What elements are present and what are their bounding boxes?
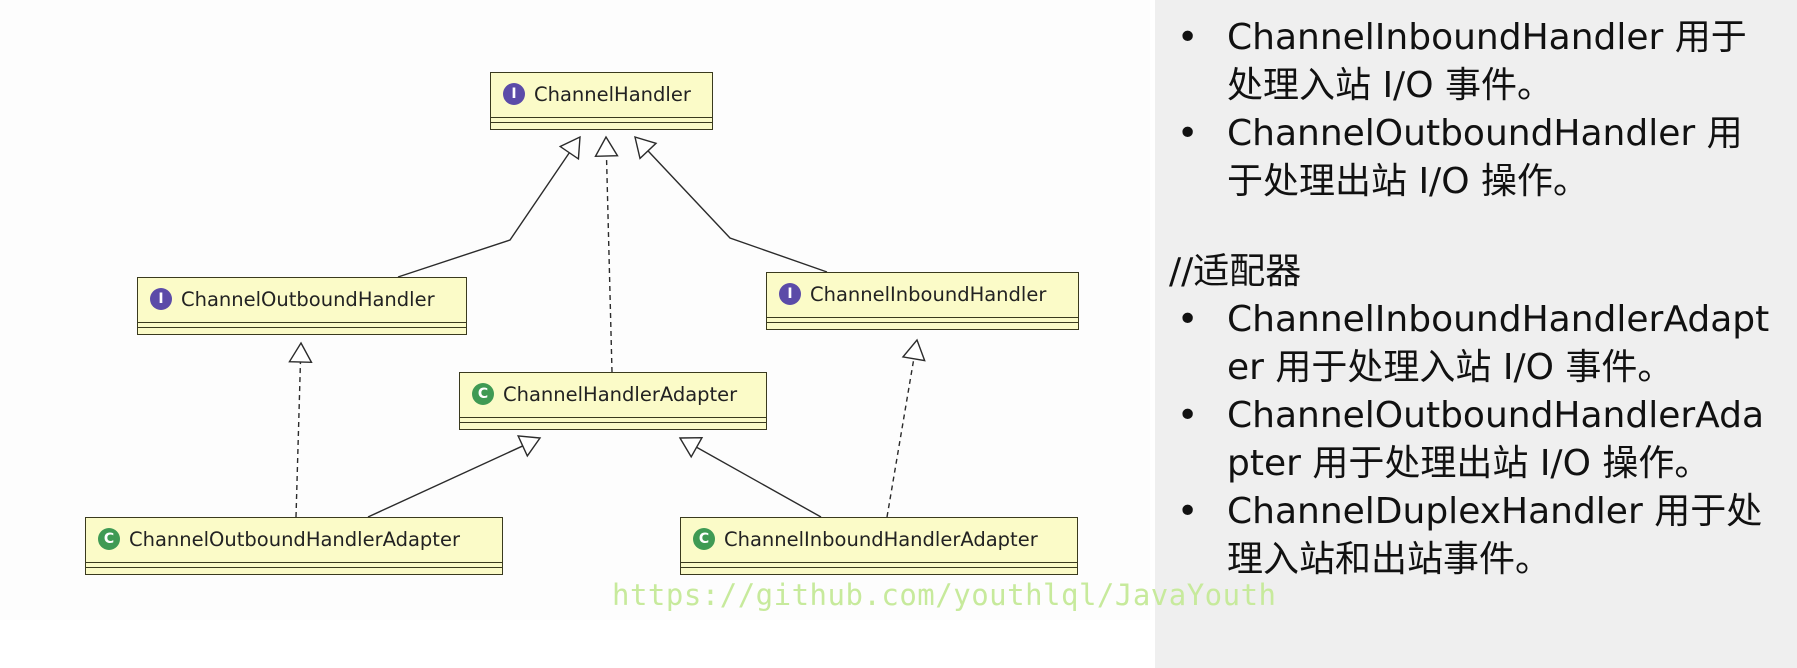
edge-channel-inbound-handler-to-channel-handler (647, 150, 828, 273)
adapter-name: ChannelOutboundHandlerAdapter (1227, 395, 1765, 484)
bullet-icon: • (1177, 299, 1199, 340)
class-icon: C (693, 528, 715, 550)
node-channel-inbound-handler: I ChannelInboundHandler (766, 272, 1079, 330)
interface-icon: I (150, 288, 172, 310)
inheritance-arrowhead-icon (558, 135, 581, 161)
watermark-url: https://github.com/youthlql/JavaYouth (612, 578, 1277, 612)
edge-channel-inbound-handler-adapter-to-channel-inbound-handler (886, 358, 915, 518)
edge-channel-handler-adapter-to-channel-handler (605, 155, 613, 373)
adapter-desc: 用于处理入站 I/O 事件。 (1275, 347, 1674, 388)
inheritance-edges (288, 135, 926, 518)
handler-desc: 用于处理出站 I/O 操作。 (1227, 113, 1743, 202)
class-diagram: I ChannelHandler I ChannelOutboundHandle… (85, 72, 1079, 575)
list-item: • ChannelInboundHandler 用于处理入站 I/O 事件。 (1169, 14, 1777, 110)
class-icon: C (472, 383, 494, 405)
adapter-desc: 用于处理入站和出站事件。 (1227, 491, 1763, 580)
adapter-list: • ChannelInboundHandlerAdapter 用于处理入站 I/… (1169, 296, 1777, 584)
edge-channel-outbound-handler-adapter-to-channel-handler-adapter (367, 445, 524, 518)
edge-channel-outbound-handler-adapter-to-channel-outbound-handler (295, 361, 302, 518)
inheritance-arrowhead-icon (288, 341, 313, 364)
node-label: ChannelOutboundHandlerAdapter (129, 527, 460, 551)
node-label: ChannelInboundHandler (810, 282, 1047, 306)
list-item: • ChannelInboundHandlerAdapter 用于处理入站 I/… (1169, 296, 1777, 392)
handler-list: • ChannelInboundHandler 用于处理入站 I/O 事件。 •… (1169, 14, 1777, 206)
node-label: ChannelHandler (534, 82, 691, 106)
adapter-heading: //适配器 (1169, 251, 1302, 292)
node-channel-handler-adapter: C ChannelHandlerAdapter (459, 372, 767, 430)
notes-panel: • ChannelInboundHandler 用于处理入站 I/O 事件。 •… (1155, 0, 1797, 668)
adapter-name: ChannelDuplexHandler (1227, 491, 1643, 532)
edge-channel-outbound-handler-to-channel-handler (397, 152, 570, 278)
class-icon: C (98, 528, 120, 550)
edge-channel-inbound-handler-adapter-to-channel-handler-adapter (696, 446, 822, 518)
inheritance-arrowhead-icon (901, 338, 926, 362)
bullet-icon: • (1177, 491, 1199, 532)
bullet-icon: • (1177, 395, 1199, 436)
inheritance-arrowhead-icon (678, 436, 704, 459)
inheritance-arrowhead-icon (634, 135, 658, 160)
handler-name: ChannelInboundHandler (1227, 17, 1664, 58)
handler-desc: 用于处理入站 I/O 事件。 (1227, 17, 1747, 106)
bullet-icon: • (1177, 17, 1199, 58)
adapter-name: ChannelInboundHandlerAdapter (1227, 299, 1770, 388)
node-label: ChannelHandlerAdapter (503, 382, 738, 406)
bullet-icon: • (1177, 113, 1199, 154)
handler-name: ChannelOutboundHandler (1227, 113, 1696, 154)
node-channel-outbound-handler: I ChannelOutboundHandler (137, 277, 467, 335)
list-item: • ChannelOutboundHandlerAdapter 用于处理出站 I… (1169, 392, 1777, 488)
interface-icon: I (503, 83, 525, 105)
interface-icon: I (779, 283, 801, 305)
node-channel-inbound-handler-adapter: C ChannelInboundHandlerAdapter (680, 517, 1078, 575)
adapter-desc: 用于处理出站 I/O 操作。 (1312, 443, 1711, 484)
node-label: ChannelInboundHandlerAdapter (724, 527, 1038, 551)
node-channel-handler: I ChannelHandler (490, 72, 713, 130)
list-item: • ChannelOutboundHandler 用于处理出站 I/O 操作。 (1169, 110, 1777, 206)
node-label: ChannelOutboundHandler (181, 287, 435, 311)
node-channel-outbound-handler-adapter: C ChannelOutboundHandlerAdapter (85, 517, 503, 575)
list-item: • ChannelDuplexHandler 用于处理入站和出站事件。 (1169, 488, 1777, 584)
inheritance-arrowhead-icon (517, 435, 542, 458)
inheritance-arrowhead-icon (594, 135, 619, 158)
